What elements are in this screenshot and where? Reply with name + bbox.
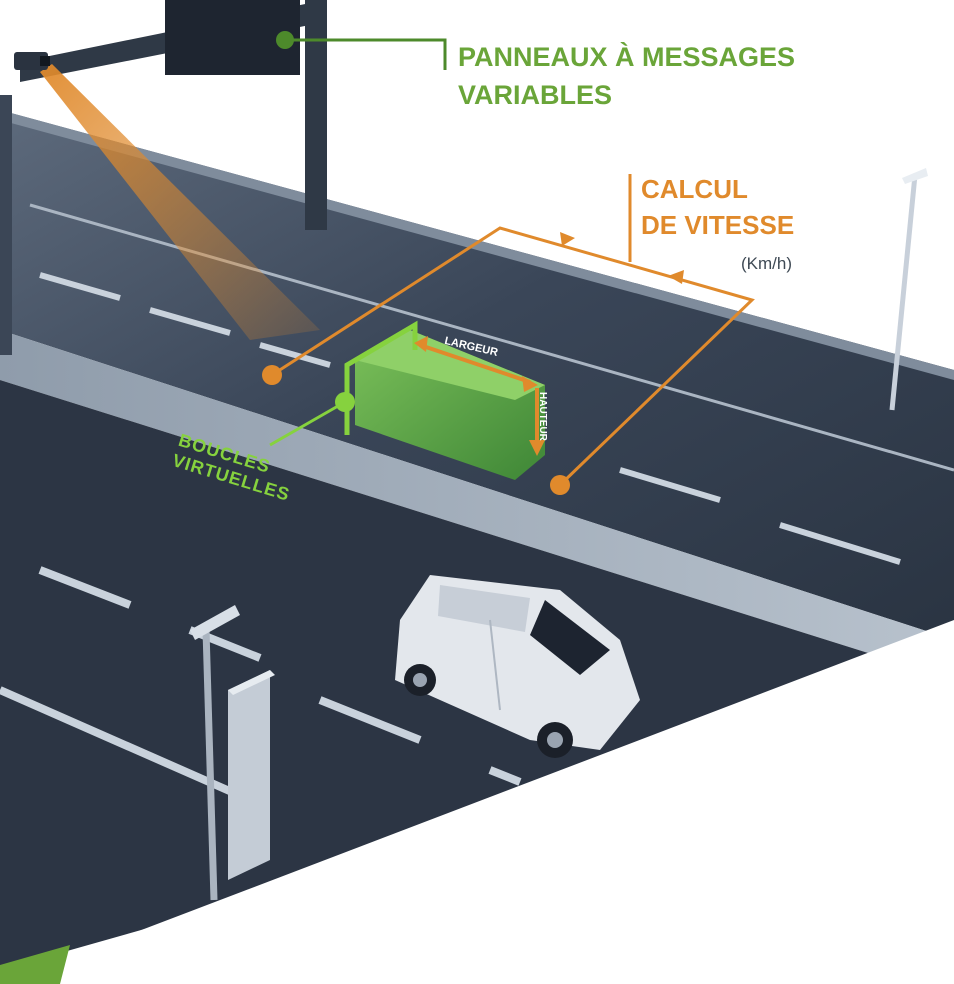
label-calcul-line1: CALCUL bbox=[641, 174, 748, 204]
label-panneaux-line1: PANNEAUX À MESSAGES bbox=[458, 42, 796, 72]
far-sidewalk bbox=[0, 110, 954, 380]
truck-box-icon bbox=[355, 330, 545, 480]
hauteur-arrow-down-icon bbox=[529, 440, 545, 456]
label-panneaux-line2: VARIABLES bbox=[458, 80, 613, 110]
street-lamp-icon bbox=[889, 168, 928, 411]
billboard-lamp-icon bbox=[190, 605, 275, 901]
label-calcul-vitesse: CALCUL DE VITESSE bbox=[641, 171, 794, 243]
loop-point-end bbox=[550, 475, 570, 495]
label-calcul-line2: DE VITESSE bbox=[641, 210, 795, 240]
panneaux-leader bbox=[285, 38, 447, 70]
boucles-point bbox=[335, 392, 355, 412]
speed-measure-lines bbox=[271, 174, 755, 487]
largeur-arrow-right-icon bbox=[522, 376, 538, 392]
speed-arrow-left-icon bbox=[668, 270, 684, 284]
dimension-arrows bbox=[419, 343, 539, 448]
white-corner bbox=[0, 620, 954, 984]
largeur-arrow-left-icon bbox=[414, 336, 428, 352]
label-unit: (Km/h) bbox=[741, 254, 792, 273]
label-panneaux: PANNEAUX À MESSAGES VARIABLES bbox=[458, 38, 795, 114]
boucles-leader bbox=[269, 400, 346, 447]
speed-arrow-right-icon bbox=[560, 232, 575, 246]
camera-beam bbox=[40, 64, 320, 340]
camera-icon bbox=[14, 52, 50, 70]
van-icon bbox=[395, 575, 640, 758]
label-hauteur: HAUTEUR bbox=[537, 392, 548, 441]
panneaux-point bbox=[276, 31, 294, 49]
median-barrier bbox=[0, 330, 954, 680]
green-strip bbox=[0, 945, 70, 984]
loop-point-start bbox=[262, 365, 282, 385]
